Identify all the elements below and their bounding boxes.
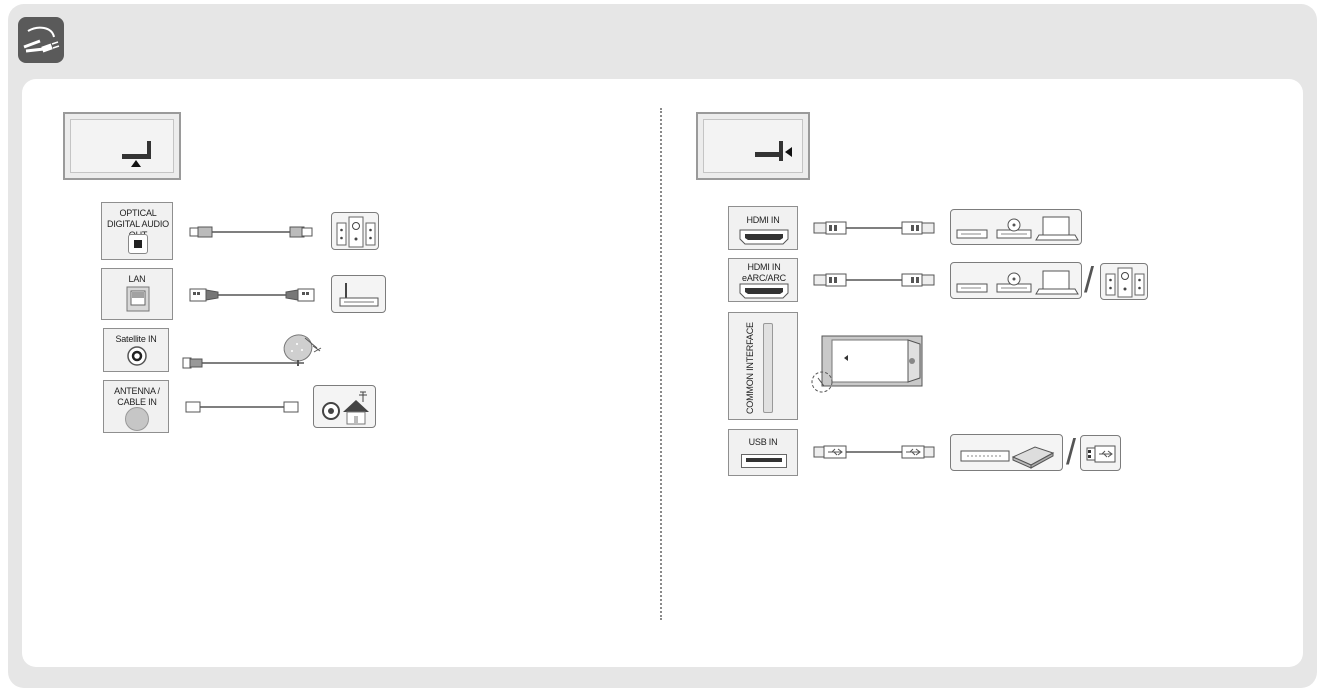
- antenna-house-icon: [313, 385, 376, 428]
- tv-rear-right: [696, 112, 810, 180]
- usb-stick-icon: [1080, 435, 1121, 471]
- satellite-cable-icon: [182, 357, 304, 369]
- usb-socket-icon: [741, 454, 787, 468]
- hdmi-label: HDMI IN: [746, 215, 780, 225]
- optical-cable-icon: [189, 226, 313, 238]
- ci-module-icon: [811, 335, 923, 393]
- lan-label: LAN: [128, 274, 146, 284]
- satellite-dish-icon: [283, 334, 322, 366]
- common-interface-label: COMMON INTERFACE: [745, 322, 755, 414]
- ci-slot: [763, 323, 773, 413]
- speaker-icon: [1100, 263, 1148, 300]
- tv-rear-left: [63, 112, 181, 180]
- hdmi-port: HDMI IN: [728, 206, 798, 250]
- hdmi-socket-icon: [739, 229, 789, 245]
- usb-label: USB IN: [748, 437, 778, 447]
- router-icon: [331, 275, 386, 313]
- satellite-port: Satellite IN: [103, 328, 169, 372]
- player-laptop-icon: [950, 209, 1082, 245]
- player-laptop-icon: [950, 262, 1082, 299]
- optical-socket-icon: [128, 234, 148, 254]
- optical-audio-port: OPTICAL DIGITAL AUDIO OUT: [101, 202, 173, 260]
- content-panel: [22, 79, 1303, 667]
- or-separator: /: [1066, 431, 1077, 472]
- hdmi-earc-label: HDMI IN eARC/ARC: [742, 262, 786, 283]
- antenna-cable-icon: [185, 401, 299, 413]
- coax-socket-icon: [127, 346, 147, 366]
- usb-port: USB IN: [728, 429, 798, 476]
- usb-cable-icon: [813, 445, 935, 459]
- hdmi-earc-port: HDMI IN eARC/ARC: [728, 258, 798, 302]
- common-interface-port: [728, 312, 798, 420]
- antenna-label: ANTENNA / CABLE IN: [114, 386, 160, 407]
- ethernet-socket-icon: [126, 286, 150, 312]
- antenna-socket-icon: [125, 407, 149, 431]
- speaker-icon: [331, 212, 379, 250]
- section-divider: [660, 108, 662, 620]
- satellite-label: Satellite IN: [115, 334, 157, 344]
- antenna-port: ANTENNA / CABLE IN: [103, 380, 169, 433]
- lan-cable-icon: [189, 288, 315, 302]
- hdmi-earc-cable-icon: [813, 273, 935, 287]
- lan-port: LAN: [101, 268, 173, 320]
- hdmi-cable-icon: [813, 221, 935, 235]
- hdmi-earc-socket-icon: [739, 283, 789, 299]
- hard-drive-icon: [950, 434, 1063, 471]
- or-separator: /: [1084, 259, 1095, 300]
- cable-plug-icon: [18, 17, 64, 63]
